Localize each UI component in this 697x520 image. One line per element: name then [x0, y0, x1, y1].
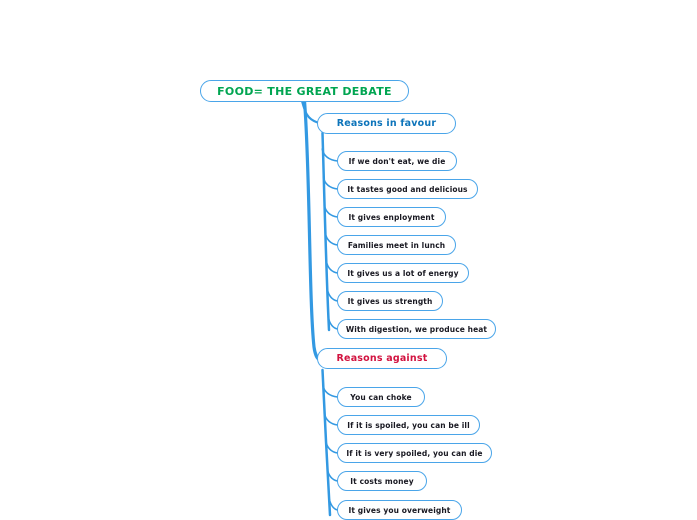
node-root[interactable]: FOOD= THE GREAT DEBATE — [200, 80, 409, 102]
node-root-label: FOOD= THE GREAT DEBATE — [217, 84, 392, 98]
node-leaf[interactable]: It gives enployment — [337, 207, 446, 227]
node-leaf[interactable]: It gives us strength — [337, 291, 443, 311]
connector-favour-child — [322, 176, 339, 190]
connector-favour-spine — [321, 131, 331, 332]
node-leaf[interactable]: If it is spoiled, you can be ill — [337, 415, 480, 435]
node-leaf[interactable]: It gives you overweight — [337, 500, 462, 520]
node-leaf[interactable]: It costs money — [337, 471, 427, 491]
node-leaf-label: It gives enployment — [348, 212, 435, 222]
node-leaf-label: If we don't eat, we die — [348, 156, 446, 166]
node-leaf-label: It costs money — [350, 476, 414, 486]
node-branch-favour[interactable]: Reasons in favour — [317, 113, 456, 134]
node-branch-against[interactable]: Reasons against — [317, 348, 447, 369]
node-leaf-label: You can choke — [350, 392, 412, 402]
node-branch-against-label: Reasons against — [336, 353, 428, 364]
node-leaf[interactable]: With digestion, we produce heat — [337, 319, 496, 339]
connector-favour-child — [324, 232, 339, 246]
node-leaf-label: It gives us a lot of energy — [347, 268, 459, 278]
connector-favour-child — [326, 288, 339, 302]
node-leaf-label: Families meet in lunch — [347, 240, 446, 250]
node-leaf[interactable]: If we don't eat, we die — [337, 151, 457, 171]
connector-against-child — [321, 384, 339, 398]
connector-against-child — [323, 412, 339, 426]
node-leaf[interactable]: Families meet in lunch — [337, 235, 456, 255]
node-leaf-label: With digestion, we produce heat — [345, 324, 488, 334]
connector-root-against — [302, 99, 321, 361]
connector-against-child — [326, 468, 339, 482]
connector-favour-child — [321, 148, 339, 162]
connector-root-favour — [300, 99, 319, 124]
connector-against-child — [324, 440, 339, 454]
node-leaf-label: If it is very spoiled, you can die — [346, 448, 483, 458]
node-branch-favour-label: Reasons in favour — [336, 118, 437, 129]
node-leaf-label: It tastes good and delicious — [347, 184, 468, 194]
node-leaf[interactable]: If it is very spoiled, you can die — [337, 443, 492, 463]
node-leaf[interactable]: You can choke — [337, 387, 425, 407]
connector-favour-child — [323, 204, 339, 218]
node-leaf[interactable]: It tastes good and delicious — [337, 179, 478, 199]
connector-against-spine — [321, 368, 332, 517]
node-leaf-label: It gives you overweight — [348, 505, 451, 515]
node-leaf-label: If it is spoiled, you can be ill — [347, 420, 470, 430]
node-leaf[interactable]: It gives us a lot of energy — [337, 263, 469, 283]
connector-favour-child — [325, 260, 339, 274]
node-leaf-label: It gives us strength — [347, 296, 433, 306]
